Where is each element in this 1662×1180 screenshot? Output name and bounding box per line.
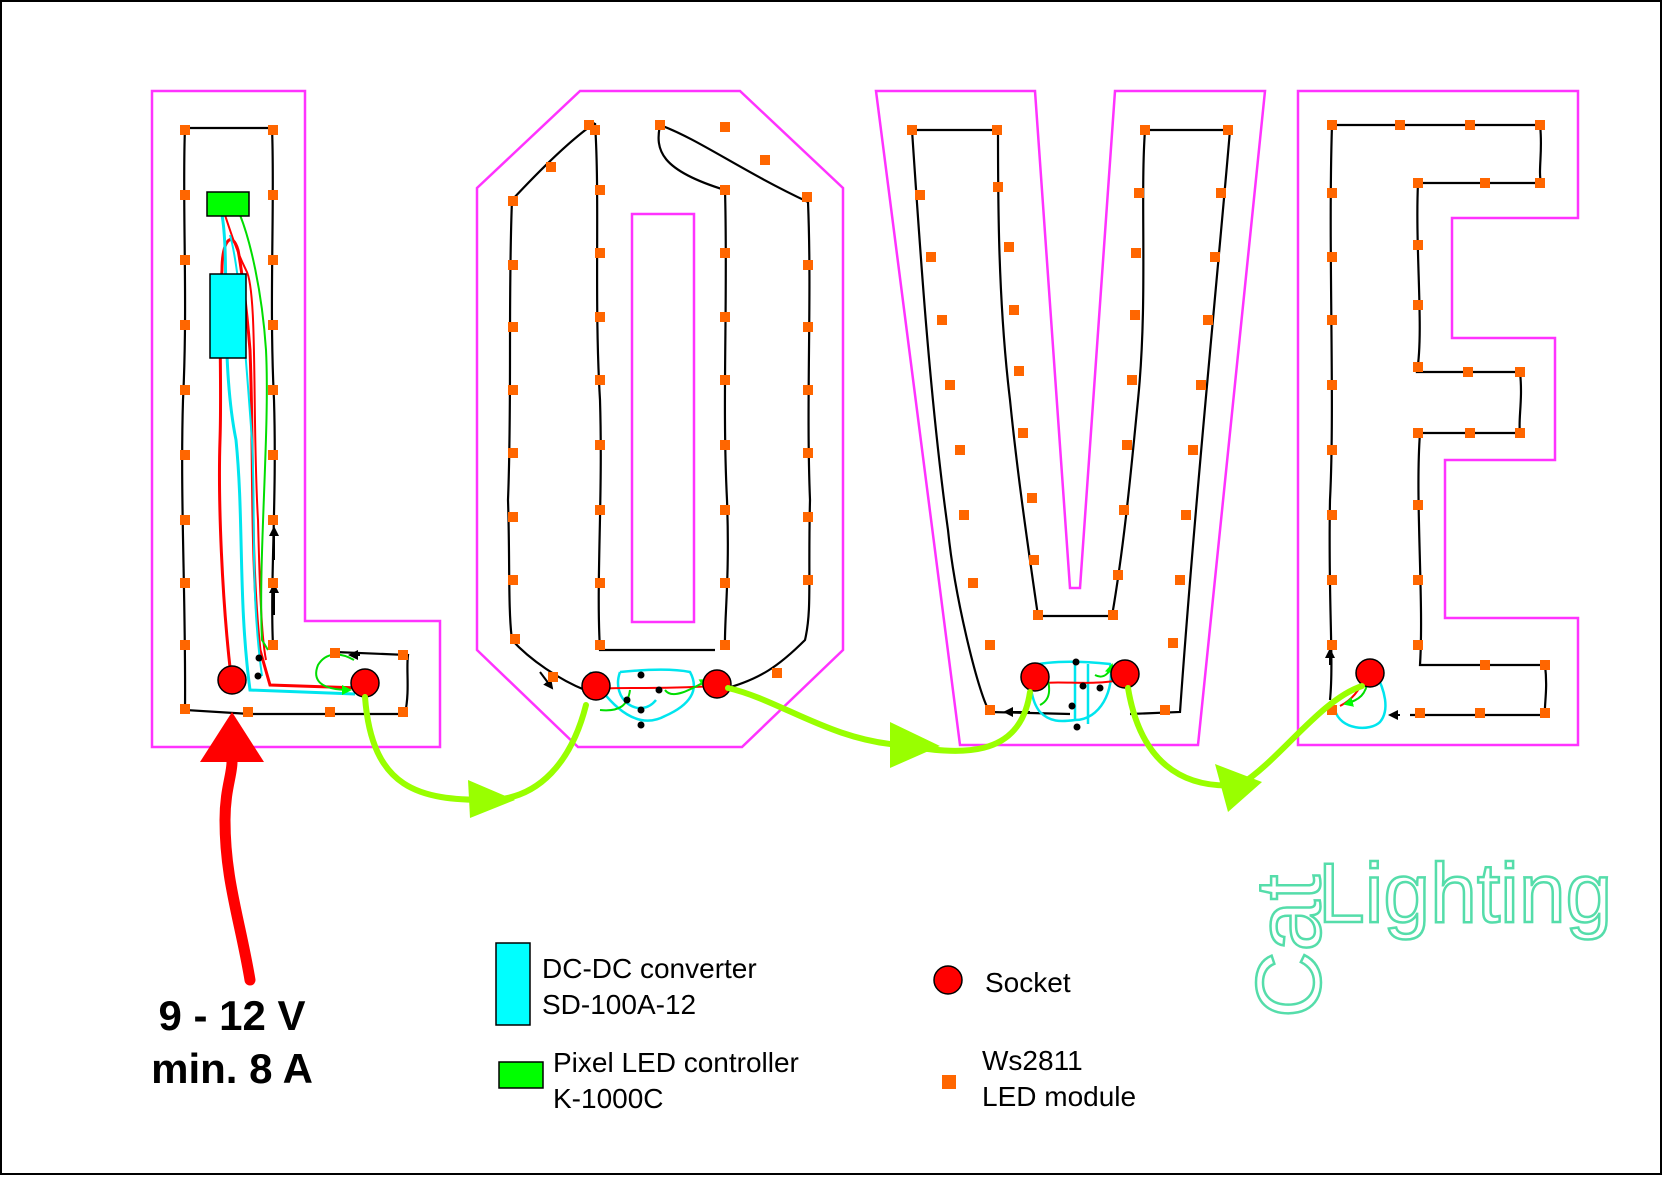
junction-dot [637,721,645,729]
socket-o-out [702,669,732,699]
socket-v-out [1110,659,1140,689]
power-input-arrow [200,712,264,986]
letter-v-outline [874,89,1267,747]
socket-o-in [581,671,611,701]
legend-led-module-label-1: Ws2811 [982,1045,1083,1076]
controller-wire-green-2 [315,653,355,695]
junction-dot [1068,702,1076,710]
power-current-label: min. 8 A [151,1045,313,1092]
letter-o-cyan-loop [588,668,696,722]
junction-dot [1073,723,1081,731]
junction-dot [637,706,645,714]
legend-converter-label-2: SD-100A-12 [542,989,696,1020]
junction-dot [1079,682,1087,690]
socket-e-in [1355,658,1385,688]
socket-v-in [1020,662,1050,692]
led-modules-o [508,120,813,682]
letter-o-inner-outline [630,212,696,624]
junction-dot [655,686,663,694]
letter-o-wire-inner [593,122,729,652]
legend-controller-label-1: Pixel LED controller [553,1047,799,1078]
junction-dot [637,671,645,679]
data-link-arrowheads [468,722,1262,818]
socket-l-power [217,665,247,695]
junction-dot [1096,684,1104,692]
legend-socket-label: Socket [985,967,1071,998]
led-modules-e [1327,120,1550,718]
letter-v [874,89,1267,747]
junction-dot [1072,658,1080,666]
letter-o-dir-arrow [539,671,554,690]
legend: DC-DC converter SD-100A-12 Pixel LED con… [495,942,1136,1114]
legend-converter-label-1: DC-DC converter [542,953,757,984]
legend-controller-swatch [498,1061,544,1089]
led-modules-l [180,125,408,717]
logo-word-lighting: Lighting [1318,846,1612,940]
letter-l [150,89,442,749]
legend-converter-swatch [495,942,531,1026]
legend-socket-swatch [933,965,963,995]
junction-dot [255,654,263,662]
letter-o-outline [475,89,845,749]
pixel-controller [206,191,250,217]
power-voltage-label: 9 - 12 V [158,992,305,1039]
letter-e-cyan-loop [1333,671,1387,730]
socket-l-out [350,668,380,698]
letter-e-outline [1296,89,1580,747]
legend-controller-label-2: K-1000C [553,1083,664,1114]
letter-l-wire [181,126,410,716]
led-modules-v [907,125,1233,715]
junction-dot [623,696,631,704]
junction-dot [254,672,262,680]
letter-e [1296,89,1580,747]
legend-led-module-swatch [942,1075,956,1089]
dc-dc-converter [209,273,247,359]
letter-o [475,89,845,749]
controller-wire-green [239,214,269,651]
catlighting-logo: Cat Lighting [1237,845,1614,1020]
legend-led-module-label-2: LED module [982,1081,1136,1112]
logo-word-cat: Cat [1238,875,1340,1018]
letter-l-outline [150,89,442,749]
